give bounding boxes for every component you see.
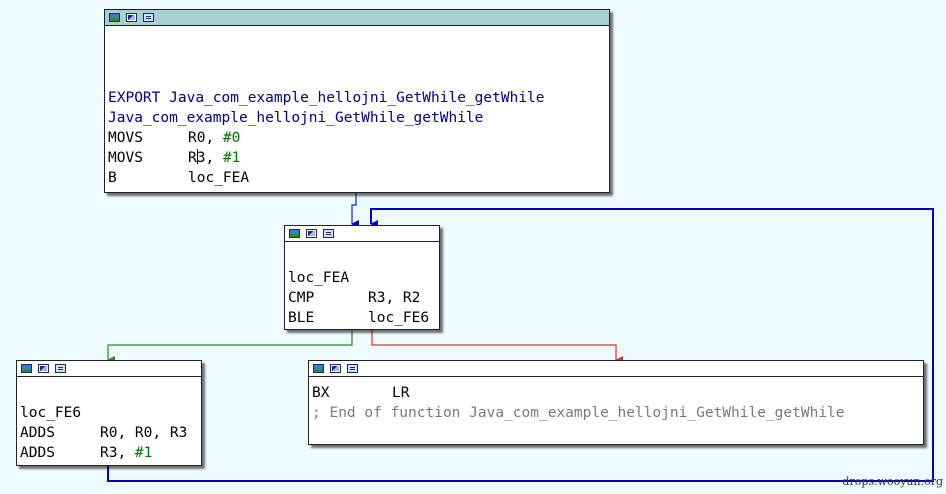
graph-button-icon[interactable]	[323, 229, 334, 238]
end-of-function-comment: ; End of function Java_com_example_hello…	[312, 405, 845, 421]
function-label[interactable]: Java_com_example_hellojni_GetWhile_getWh…	[108, 110, 484, 126]
entry-block-header	[105, 10, 609, 26]
exit-block-header	[309, 361, 923, 377]
export-line[interactable]: EXPORT Java_com_example_hellojni_GetWhil…	[108, 90, 545, 106]
loc-fe6-label[interactable]: loc_FE6	[20, 405, 82, 421]
color-button-icon[interactable]	[289, 229, 300, 238]
color-button-icon[interactable]	[313, 364, 324, 373]
loop-block-header	[285, 226, 439, 242]
graph-button-icon[interactable]	[143, 13, 154, 22]
graph-button-icon[interactable]	[55, 364, 66, 373]
graph-button-icon[interactable]	[347, 364, 358, 373]
text-cursor	[196, 149, 198, 164]
color-button-icon[interactable]	[109, 13, 120, 22]
rename-button-icon[interactable]	[306, 229, 317, 238]
rename-button-icon[interactable]	[38, 364, 49, 373]
loc-fea-label[interactable]: loc_FEA	[288, 270, 350, 286]
rename-button-icon[interactable]	[126, 13, 137, 22]
edge-loop-false-to-exit[interactable]	[371, 330, 623, 364]
edge-entry-to-loop[interactable]	[351, 193, 359, 228]
watermark: drops.wooyun.org	[842, 475, 943, 488]
edge-loop-true-to-body[interactable]	[107, 330, 353, 364]
body-block-header	[17, 361, 201, 377]
edge-body-back-to-loop[interactable]	[107, 208, 934, 482]
entry-block[interactable]: EXPORT Java_com_example_hellojni_GetWhil…	[104, 9, 610, 193]
color-button-icon[interactable]	[21, 364, 32, 373]
rename-button-icon[interactable]	[330, 364, 341, 373]
